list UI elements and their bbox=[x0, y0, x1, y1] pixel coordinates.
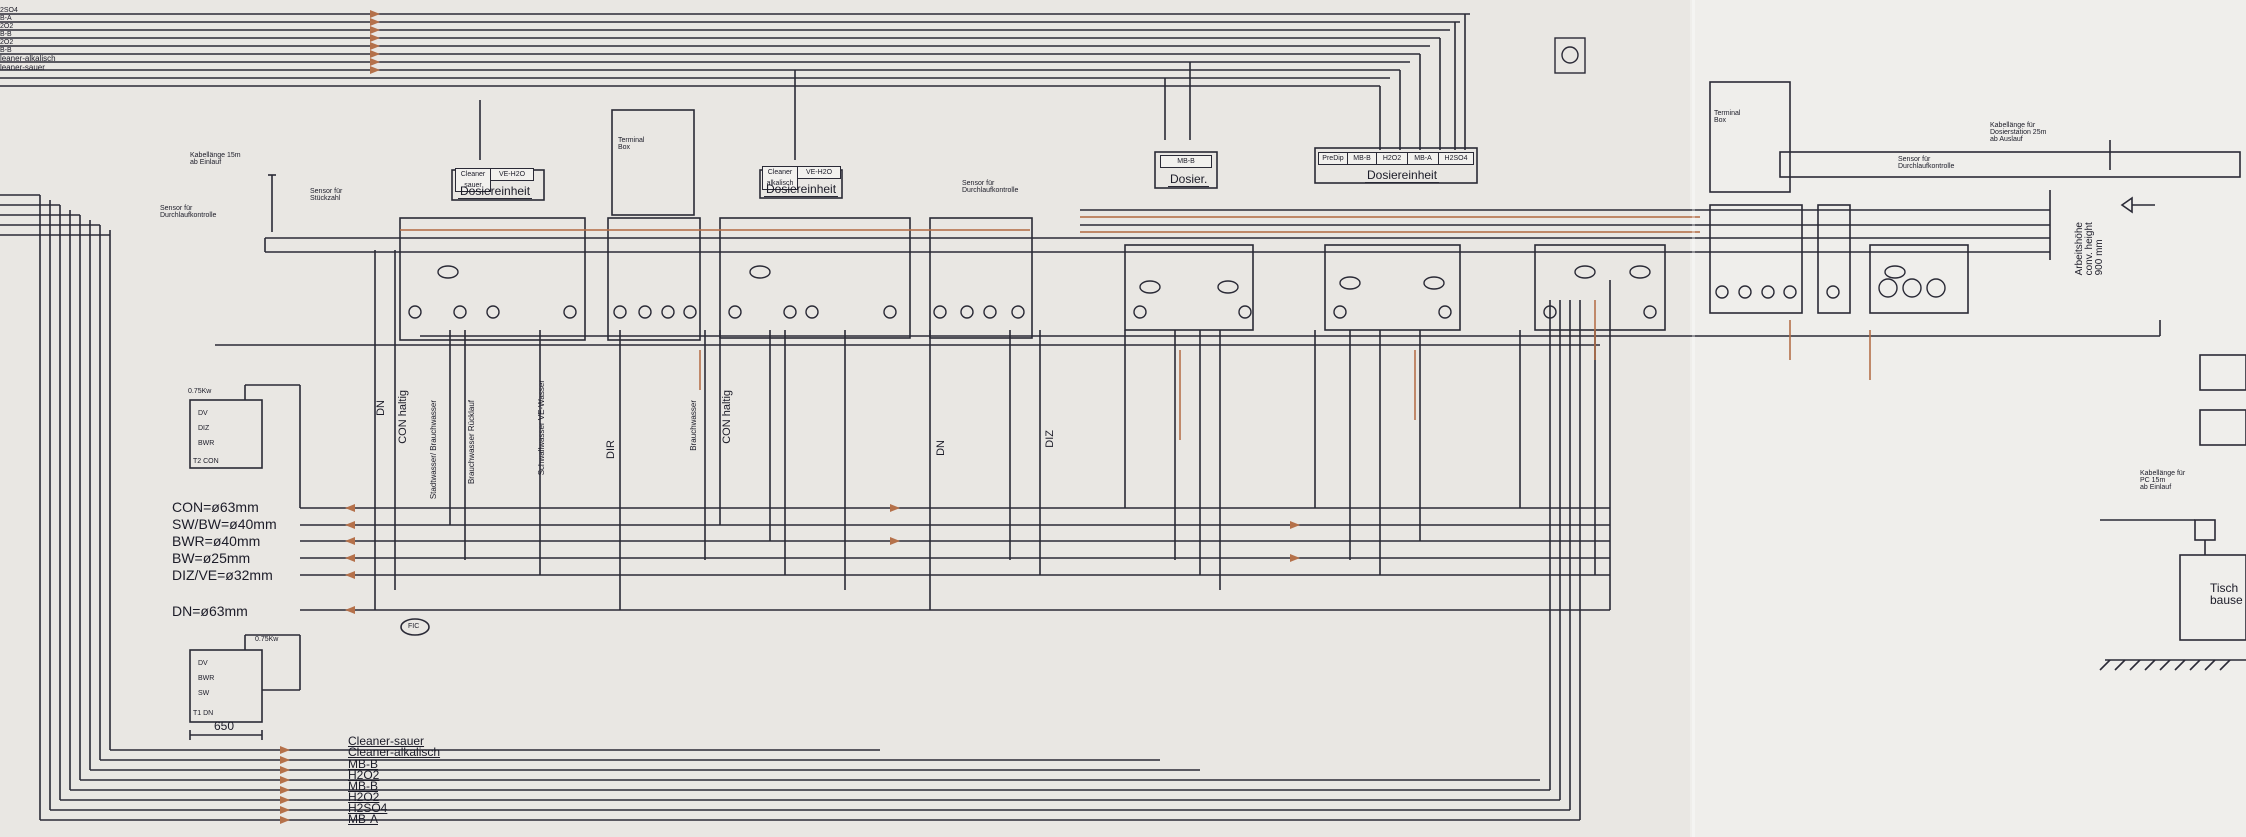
pipe-legend-item: DIZ/VE=ø32mm bbox=[172, 567, 273, 583]
dosing-tag: MB-A bbox=[1407, 152, 1439, 165]
tank-item: SW bbox=[198, 690, 210, 697]
dosing-unit-title: Dosiereinheit bbox=[764, 182, 839, 197]
tank-rating: 0.75Kw bbox=[255, 636, 279, 643]
bottom-line-label: MB-B bbox=[348, 779, 378, 793]
dosing-unit-title: Dosiereinheit bbox=[458, 184, 533, 199]
dosing-tag: PreDip bbox=[1318, 152, 1348, 165]
bottom-line-label: H2O2 bbox=[348, 790, 380, 804]
paper-fold bbox=[1692, 0, 1695, 837]
tank-item: DV bbox=[198, 660, 208, 667]
tank-item: DIZ bbox=[198, 425, 210, 432]
pipe-legend-item: BW=ø25mm bbox=[172, 550, 251, 566]
header-line-label: B-A bbox=[0, 15, 12, 22]
dosing-unit-title: Dosier. bbox=[1168, 172, 1210, 187]
header-line-label: B-B bbox=[0, 47, 12, 54]
dosing-tag: VE-H2O bbox=[490, 168, 534, 181]
vertical-label-dir: DIR bbox=[605, 440, 617, 459]
header-line-label: 2O2 bbox=[0, 39, 14, 46]
dimension-label: 650 bbox=[214, 719, 235, 733]
tank-item: DV bbox=[198, 410, 208, 417]
vertical-label-con: CON haltig bbox=[721, 390, 733, 444]
header-line-label: 2SO4 bbox=[0, 7, 18, 14]
vertical-label-diz: DIZ bbox=[1044, 430, 1056, 448]
vertical-label-dn: DN bbox=[375, 400, 387, 416]
bottom-line-label: Cleaner-sauer bbox=[348, 734, 425, 748]
bottom-line-label: H2O2 bbox=[348, 768, 380, 782]
bottom-line-label: MB-B bbox=[348, 757, 378, 771]
dosing-unit-title: Dosiereinheit bbox=[1365, 168, 1440, 183]
bottom-line-label: MB-A bbox=[348, 812, 378, 826]
tank-label: T2 CON bbox=[193, 458, 219, 465]
header-line-label: leaner-sauer bbox=[0, 63, 45, 72]
fic-tag: FIC bbox=[408, 623, 420, 630]
dosing-tag: MB-B bbox=[1160, 155, 1212, 168]
dosing-tag: MB-B bbox=[1347, 152, 1377, 165]
dosing-tag: Cleaner sauer bbox=[455, 168, 491, 192]
vertical-label-stadtwasser: Stadtwasser/ Brauchwasser bbox=[429, 400, 438, 500]
bottom-line-label: H2SO4 bbox=[348, 801, 388, 815]
tank-label: T1 DN bbox=[193, 710, 214, 717]
dn-legend: DN=ø63mm bbox=[172, 603, 248, 619]
pipe-legend-item: SW/BW=ø40mm bbox=[172, 516, 277, 532]
tank-rating: 0.75Kw bbox=[188, 388, 212, 395]
tank-item: BWR bbox=[198, 675, 215, 682]
header-line-label: 2O2 bbox=[0, 23, 14, 30]
pipe-legend-item: BWR=ø40mm bbox=[172, 533, 261, 549]
pipe-legend-item: CON=ø63mm bbox=[172, 499, 259, 515]
vertical-label-ruecklauf: Brauchwasser Rücklauf bbox=[467, 400, 476, 485]
vertical-label-dn: DN bbox=[935, 440, 947, 456]
dosing-tag: VE-H2O bbox=[797, 166, 841, 179]
vertical-label-brauchwasser: Brauchwasser bbox=[689, 400, 698, 451]
dosing-tag: H2O2 bbox=[1376, 152, 1408, 165]
dosing-tag: Cleaner alkalisch bbox=[762, 166, 798, 190]
tank-item: BWR bbox=[198, 440, 215, 447]
vertical-label-con: CON haltig bbox=[397, 390, 409, 444]
header-line-label: leaner-alkalisch bbox=[0, 54, 56, 63]
bottom-line-label: Cleaner-alkalisch bbox=[348, 745, 441, 759]
dosing-tag: H2SO4 bbox=[1438, 152, 1474, 165]
header-line-label: B-B bbox=[0, 31, 12, 38]
vertical-label-schwall: Schwallwasser VE-Wasser bbox=[537, 380, 546, 476]
